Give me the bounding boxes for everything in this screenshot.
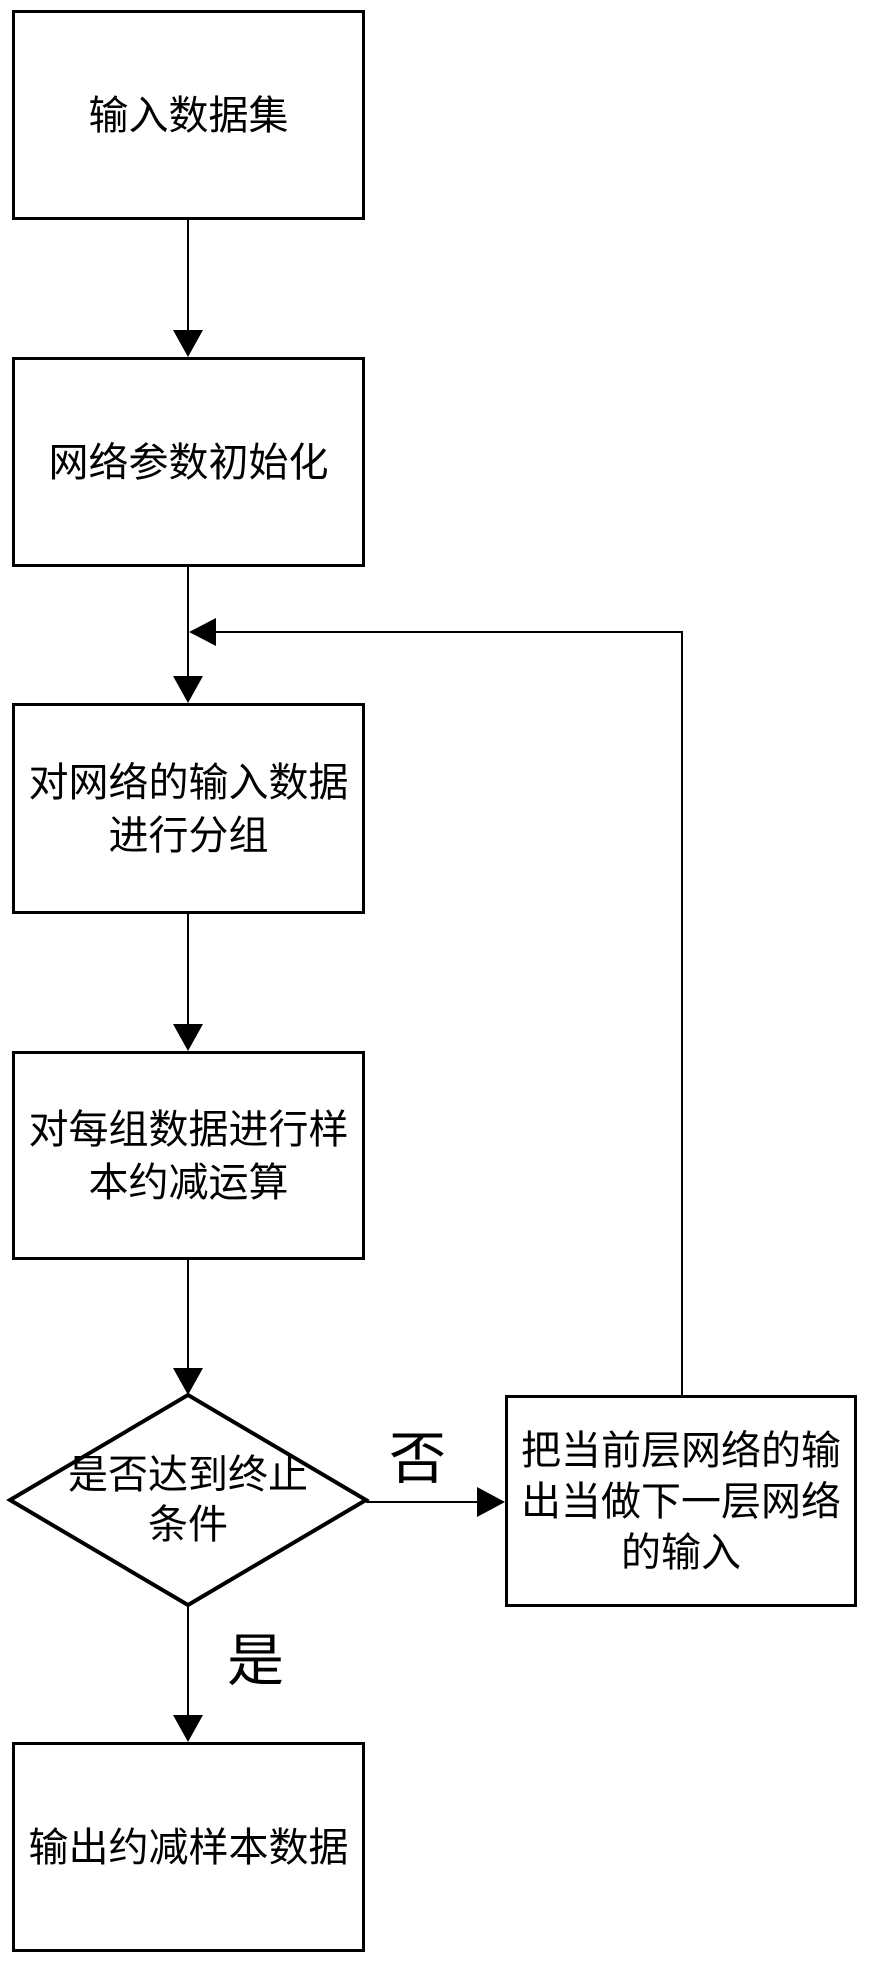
node-output-reduced: 输出约减样本数据 bbox=[12, 1742, 365, 1952]
feedback-loop-arrow bbox=[189, 618, 683, 1395]
branch-label-no: 否 bbox=[389, 1428, 446, 1491]
node-text: 对网络的输入数据 bbox=[28, 759, 349, 805]
arrow-no-to-sidebox bbox=[366, 1487, 505, 1517]
node-text: 网络参数初始化 bbox=[48, 439, 329, 485]
node-text: 出当做下一层网络 bbox=[521, 1478, 841, 1524]
node-text: 进行分组 bbox=[108, 812, 269, 858]
node-text: 把当前层网络的输 bbox=[521, 1427, 841, 1473]
node-text: 输出约减样本数据 bbox=[28, 1824, 349, 1870]
node-text: 对每组数据进行样 bbox=[28, 1106, 349, 1152]
arrow-input-to-init bbox=[173, 220, 203, 357]
node-text: 条件 bbox=[148, 1502, 228, 1547]
node-group-input-data: 对网络的输入数据 进行分组 bbox=[12, 703, 365, 914]
node-termination-check: 是否达到终止 条件 bbox=[10, 1395, 366, 1605]
branch-label-yes: 是 bbox=[227, 1630, 284, 1693]
node-text: 本约减运算 bbox=[88, 1159, 289, 1205]
node-text: 的输入 bbox=[621, 1529, 741, 1575]
arrow-init-to-group bbox=[173, 567, 203, 703]
node-network-param-init: 网络参数初始化 bbox=[12, 357, 365, 567]
node-text: 是否达到终止 bbox=[68, 1452, 308, 1497]
arrow-yes-to-output bbox=[173, 1605, 203, 1742]
arrow-reduce-to-decision bbox=[173, 1260, 203, 1395]
node-feed-next-layer: 把当前层网络的输 出当做下一层网络 的输入 bbox=[505, 1395, 857, 1607]
node-sample-reduction: 对每组数据进行样 本约减运算 bbox=[12, 1051, 365, 1260]
node-input-dataset: 输入数据集 bbox=[12, 10, 365, 220]
arrow-group-to-reduce bbox=[173, 914, 203, 1051]
node-text: 输入数据集 bbox=[88, 92, 289, 138]
